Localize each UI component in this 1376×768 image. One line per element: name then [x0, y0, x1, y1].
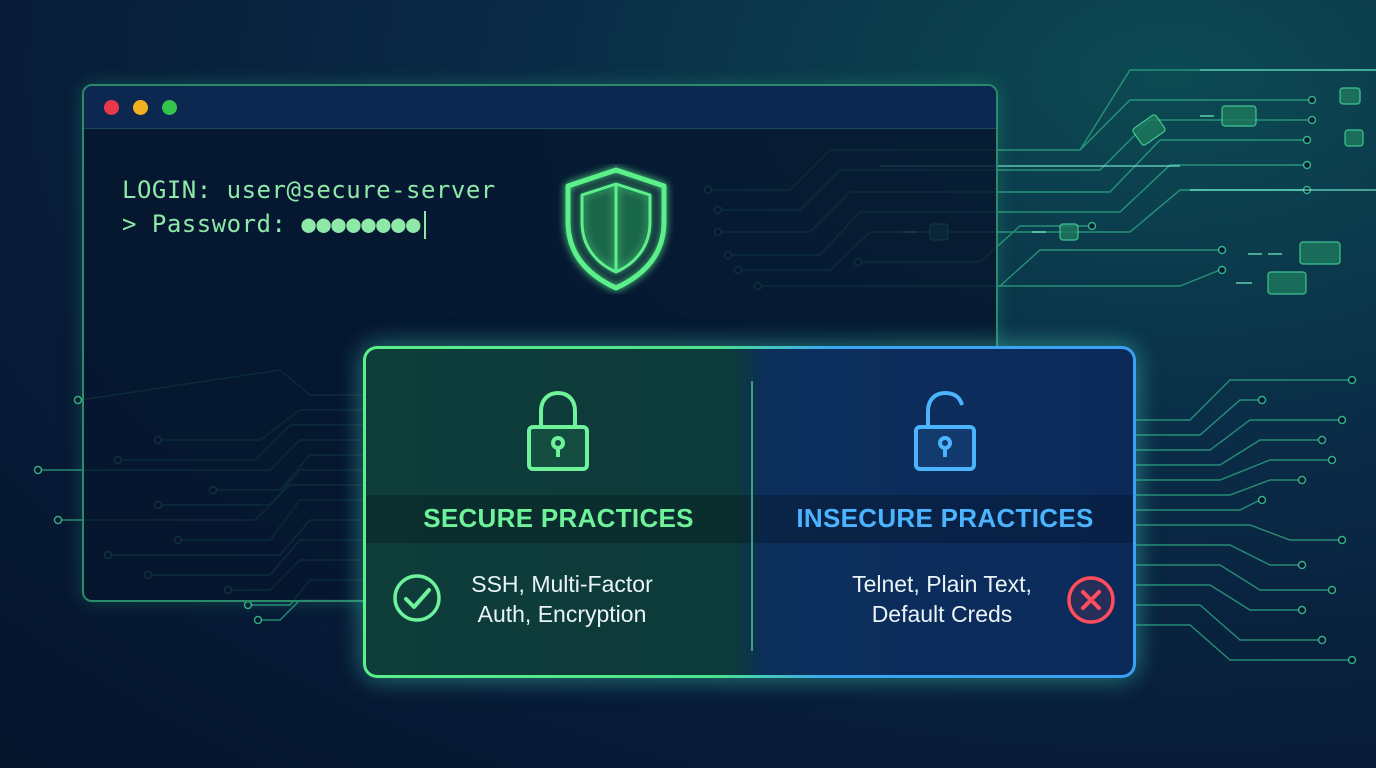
comparison-panel: SECURE PRACTICES INSECURE PRACTICES SSH,… [363, 346, 1136, 678]
close-window-dot[interactable] [104, 100, 119, 115]
insecure-description-line2: Default Creds [871, 601, 1013, 627]
shield-icon [565, 167, 667, 291]
secure-description-line2: Auth, Encryption [477, 601, 647, 627]
padlock-open-icon [914, 391, 976, 471]
maximize-window-dot[interactable] [162, 100, 177, 115]
text-cursor [423, 211, 426, 239]
x-circle-icon [1067, 576, 1115, 624]
login-line: LOGIN: user@secure-server [122, 176, 496, 204]
insecure-practices-heading: INSECURE PRACTICES [796, 503, 1094, 533]
secure-practices-heading: SECURE PRACTICES [423, 503, 694, 533]
padlock-closed-icon [527, 391, 589, 471]
insecure-practices-description: Telnet, Plain Text, Default Creds [832, 569, 1052, 629]
password-line: > Password: ●●●●●●●● [122, 210, 421, 238]
insecure-heading-band [753, 495, 1133, 543]
secure-practices-description: SSH, Multi-Factor Auth, Encryption [452, 569, 672, 629]
minimize-window-dot[interactable] [133, 100, 148, 115]
secure-description-line1: SSH, Multi-Factor [471, 571, 653, 597]
panel-divider [751, 381, 753, 651]
insecure-description-line1: Telnet, Plain Text, [852, 571, 1032, 597]
password-prompt[interactable]: > Password: ●●●●●●●● [122, 210, 426, 239]
terminal-titlebar [84, 86, 996, 129]
checkmark-circle-icon [393, 574, 441, 622]
secure-heading-band [366, 495, 751, 543]
